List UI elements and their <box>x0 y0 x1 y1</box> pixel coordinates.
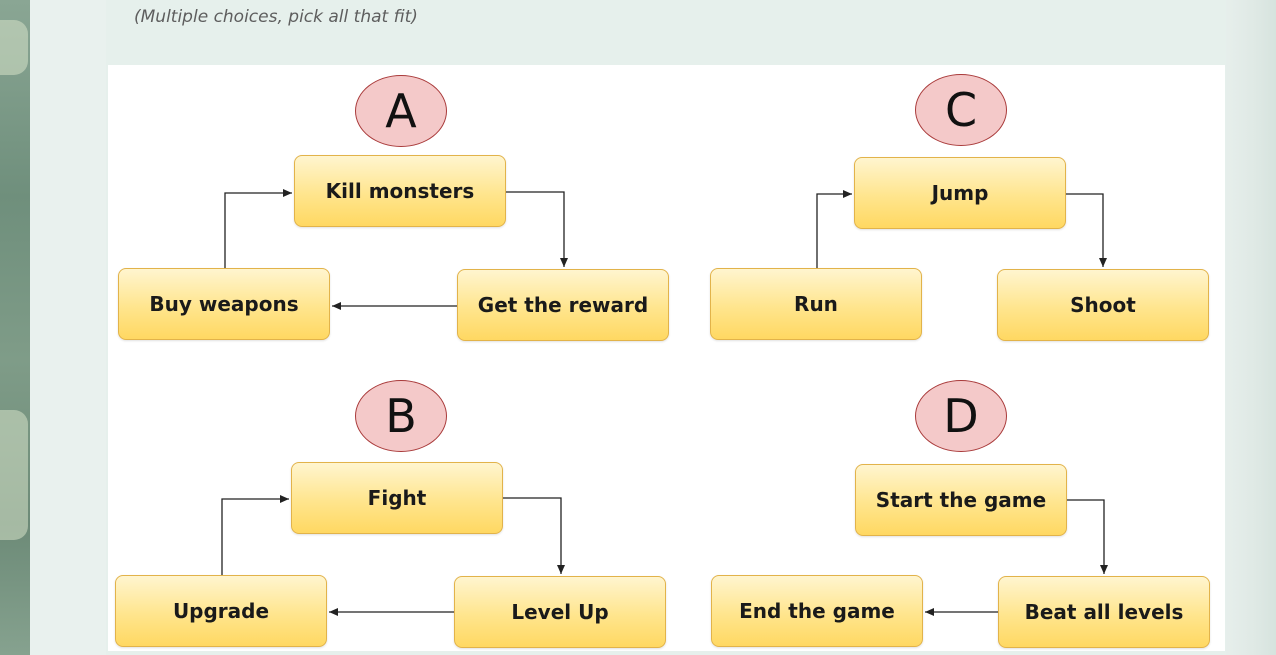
option-c-node-3: Run <box>710 268 922 340</box>
option-a-badge[interactable]: A <box>355 75 447 147</box>
option-d-node-2: Beat all levels <box>998 576 1210 648</box>
option-d-node-3: End the game <box>711 575 923 647</box>
option-b-node-3: Upgrade <box>115 575 327 647</box>
background-right-panel <box>1224 0 1276 655</box>
option-c-node-1: Jump <box>854 157 1066 229</box>
diagram-image <box>108 65 1225 651</box>
background-decoration <box>0 410 28 540</box>
background-decoration <box>0 20 28 75</box>
option-b-node-2: Level Up <box>454 576 666 648</box>
option-b-badge[interactable]: B <box>355 380 447 452</box>
option-d-node-1: Start the game <box>855 464 1067 536</box>
option-a-node-1: Kill monsters <box>294 155 506 227</box>
background-left-panel <box>0 0 30 655</box>
option-b-node-1: Fight <box>291 462 503 534</box>
question-instruction: (Multiple choices, pick all that fit) <box>134 7 418 27</box>
option-c-badge[interactable]: C <box>915 74 1007 146</box>
option-a-node-3: Buy weapons <box>118 268 330 340</box>
option-d-badge[interactable]: D <box>915 380 1007 452</box>
option-c-node-2: Shoot <box>997 269 1209 341</box>
option-a-node-2: Get the reward <box>457 269 669 341</box>
